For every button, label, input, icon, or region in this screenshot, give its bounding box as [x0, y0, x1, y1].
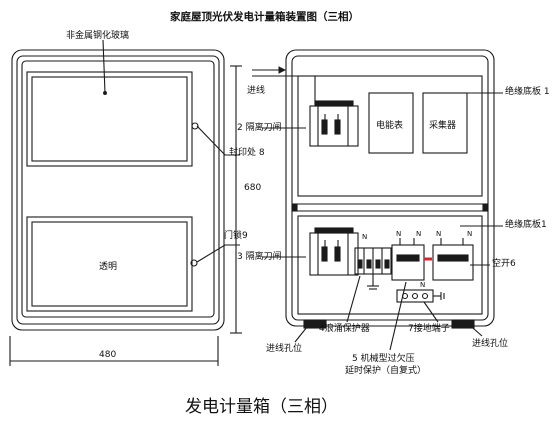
- height-dimension: [230, 65, 242, 334]
- width-dimension: [9, 336, 219, 366]
- label-n-2: N: [396, 230, 402, 238]
- label-breaker: 空开6: [492, 259, 516, 269]
- front-view-enclosure: [11, 49, 225, 331]
- label-overvolt-2: 延时保护（自复式）: [345, 366, 427, 376]
- diagram-title: 家庭屋顶光伏发电计量箱装置图（三相）: [170, 11, 359, 23]
- label-incoming: 进线: [247, 86, 266, 96]
- label-n-6: N: [420, 281, 426, 289]
- label-n-5: N: [467, 230, 473, 238]
- label-isolator-top: 2 隔离刀闸: [237, 123, 282, 133]
- air-breaker: [432, 238, 474, 281]
- data-collector: [422, 92, 468, 154]
- label-collector: 采集器: [429, 121, 457, 131]
- label-surge: 4浪涌保护器: [319, 324, 370, 334]
- label-insulating-bottom: 绝缘底板1: [505, 220, 547, 230]
- label-width: 480: [99, 350, 117, 360]
- grounding-terminal: [396, 289, 445, 303]
- label-meter: 电能表: [376, 121, 404, 131]
- incoming-arrow-icon: [252, 66, 316, 104]
- overvoltage-protector: [391, 238, 425, 281]
- label-transparent: 透明: [99, 262, 118, 272]
- label-overvolt-1: 5 机械型过欠压: [352, 354, 415, 364]
- label-lock: 门锁9: [224, 231, 248, 241]
- entry-hole-left: [303, 319, 327, 329]
- label-height: 680: [244, 183, 262, 193]
- seal-icon: [191, 122, 199, 130]
- diagram-caption: 发电计量箱（三相）: [185, 397, 338, 417]
- label-insulating-top: 绝缘底板 1: [505, 87, 550, 97]
- label-terminal: 7接地端子: [408, 324, 450, 334]
- glass-window: [26, 71, 193, 167]
- entry-hole-right: [451, 319, 475, 329]
- internal-view-enclosure: [285, 49, 495, 327]
- label-n-3: N: [416, 230, 422, 238]
- label-seal: 封印处 8: [229, 148, 265, 158]
- transparent-window: [26, 216, 193, 312]
- surge-protector: [354, 247, 392, 290]
- label-n-4: N: [436, 230, 442, 238]
- energy-meter: [368, 92, 414, 154]
- label-n-1: N: [362, 233, 368, 241]
- bottom-isolator-switch: [309, 227, 359, 276]
- door-lock-icon: [190, 259, 198, 267]
- label-isolator-bottom: 3 隔离刀闸: [237, 252, 282, 262]
- insulating-board-top: [297, 75, 483, 197]
- label-hole-left: 进线孔位: [266, 344, 303, 354]
- top-isolator-switch: [309, 100, 359, 147]
- label-hole-right: 进线孔位: [472, 339, 509, 349]
- label-glass: 非金属钢化玻璃: [66, 31, 130, 41]
